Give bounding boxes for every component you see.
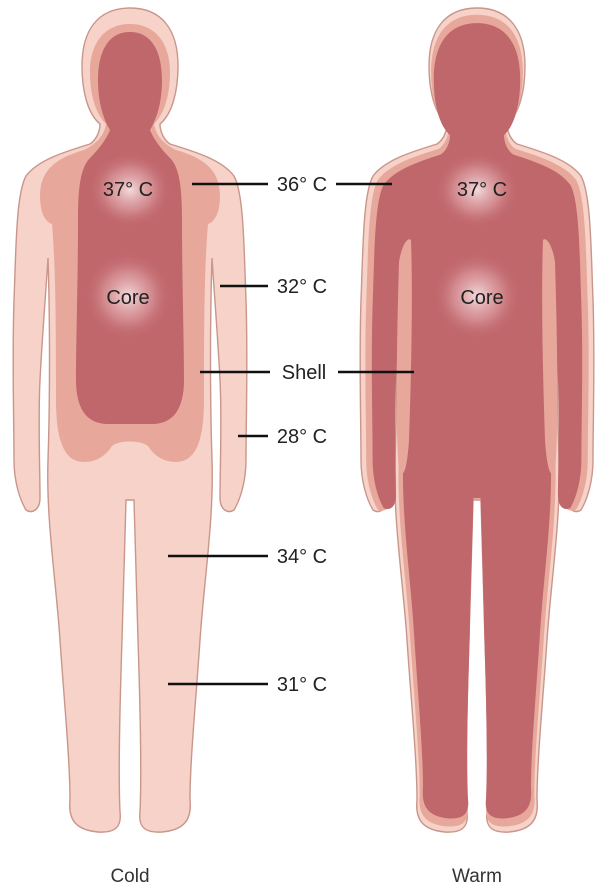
shell-label: Shell	[282, 362, 326, 384]
cold-core-temp-label: 37° C	[103, 179, 153, 201]
cold-caption: Cold	[110, 866, 149, 887]
arm-temp-label: 32° C	[277, 276, 327, 298]
warm-core-temp-label: 37° C	[457, 179, 507, 201]
shoulder-temp-label: 36° C	[277, 174, 327, 196]
ankle-temp-label: 31° C	[277, 674, 327, 696]
warm-figure	[360, 8, 594, 832]
cold-core-label: Core	[106, 287, 149, 309]
warm-core-label: Core	[460, 287, 503, 309]
warm-caption: Warm	[452, 866, 502, 887]
hand-temp-label: 28° C	[277, 426, 327, 448]
cold-figure	[13, 8, 247, 832]
thigh-temp-label: 34° C	[277, 546, 327, 568]
